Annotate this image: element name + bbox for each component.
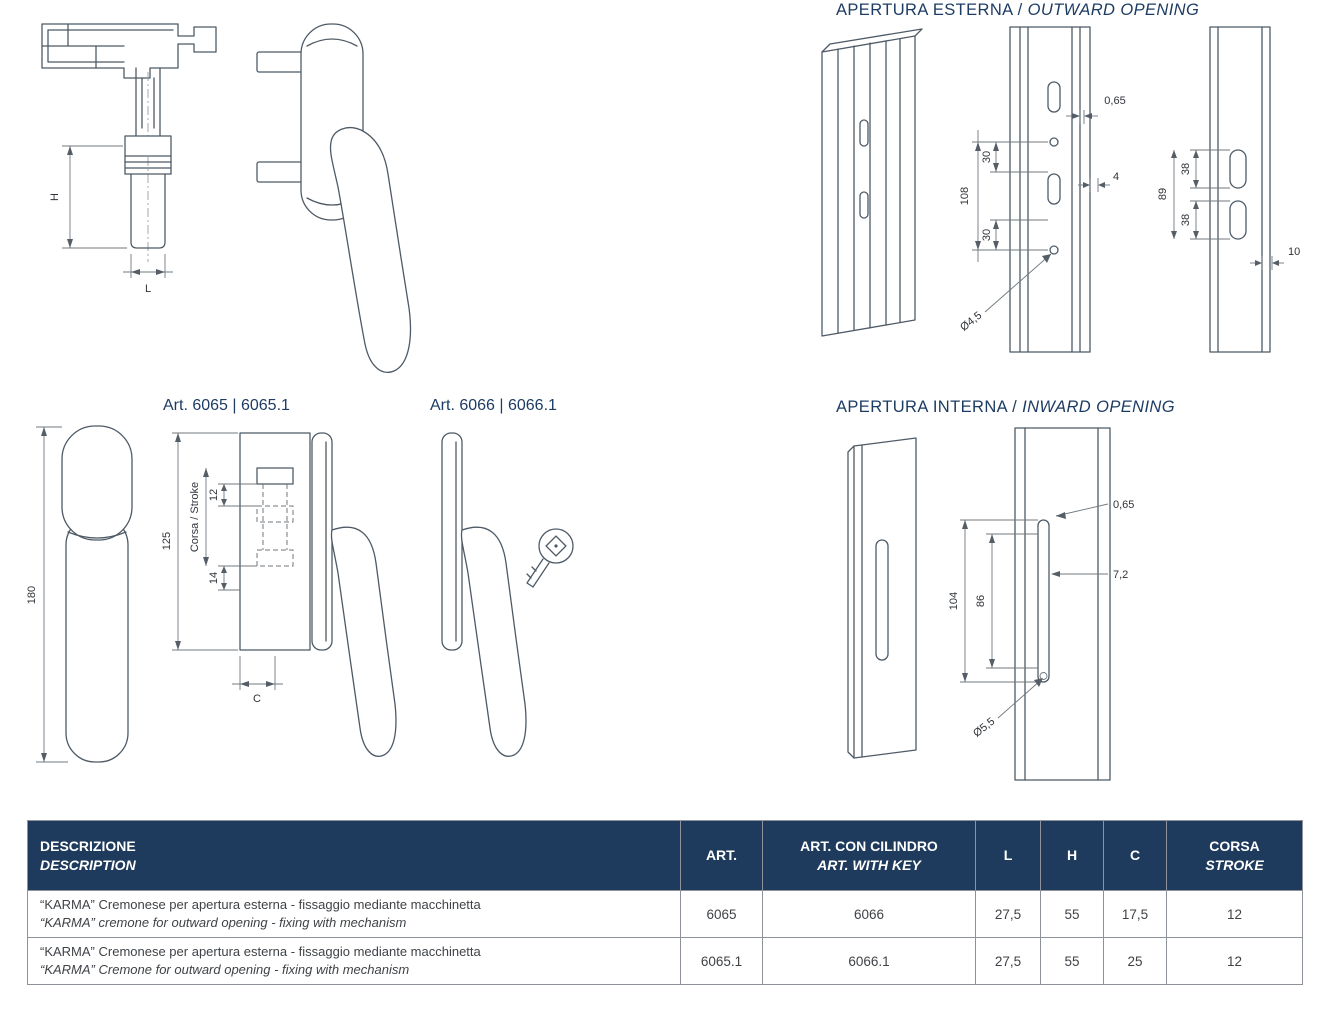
corsa-header-it: CORSA [1209,837,1260,854]
cell-description: “KARMA” Cremonese per apertura esterna -… [27,937,681,985]
art-key-header-en: ART. WITH KEY [817,856,921,873]
art-key-header-it: ART. CON CILINDRO [800,837,938,854]
table-row: “KARMA” Cremonese per apertura esterna -… [27,937,1303,985]
dim-h-label: H [49,193,61,201]
dim-10-label: 10 [1288,246,1300,258]
cell-h: 55 [1040,937,1104,985]
art-6066-label: Art. 6066 | 6066.1 [430,397,557,414]
outward-opening-header: APERTURA ESTERNA / OUTWARD OPENING [836,1,1199,20]
col-l-header: L [975,820,1041,891]
outward-title-en: OUTWARD OPENING [1027,1,1200,19]
dim-30-top-label: 30 [981,151,993,163]
dim-125-label: 125 [161,532,173,550]
art-6065-label: Art. 6065 | 6065.1 [163,397,290,414]
cell-art: 6065 [680,890,763,938]
col-corsa-header: CORSA STROKE [1166,820,1303,891]
cell-art-key: 6066 [762,890,976,938]
cell-corsa: 12 [1166,890,1303,938]
handle-front-drawing: 180 [26,425,133,763]
dim-30-bottom-label: 30 [981,229,993,241]
inward-title-it: APERTURA INTERNA / [836,398,1023,416]
cell-l: 27,5 [975,890,1041,938]
inward-opening-header: APERTURA INTERNA / INWARD OPENING [836,398,1175,417]
cell-c: 25 [1103,937,1167,985]
dim-dia45-label: Ø4,5 [958,310,984,334]
inward-opening-drawing: 104 86 0,65 7,2 Ø5,5 [847,427,1134,781]
col-h-header: H [1040,820,1104,891]
outward-opening-drawing: 108 30 30 0,65 4 Ø4,5 [821,26,1300,353]
handle-3d-drawing [256,23,412,373]
table-row: “KARMA” Cremonese per apertura esterna -… [27,890,1303,938]
dim-065-outward-label: 0,65 [1104,95,1125,107]
cell-description: “KARMA” Cremonese per apertura esterna -… [27,890,681,938]
col-description-header: DESCRIZIONE DESCRIPTION [27,820,681,891]
dim-l-label: L [145,283,151,295]
key-icon [526,528,574,588]
dim-104-label: 104 [948,592,960,610]
description-en: “KARMA” Cremone for outward opening - fi… [40,962,410,977]
dim-065-inward-label: 0,65 [1113,499,1134,511]
dim-38-top-label: 38 [1180,163,1192,175]
outward-title-it: APERTURA ESTERNA / [836,1,1028,19]
description-en: “KARMA” cremone for outward opening - fi… [40,915,407,930]
dim-72-label: 7,2 [1113,569,1128,581]
col-art-header: ART. [680,820,763,891]
description-header-en: DESCRIPTION [40,856,136,873]
product-table: DESCRIZIONE DESCRIPTION ART. ART. CON CI… [27,820,1303,985]
inward-title-en: INWARD OPENING [1022,398,1175,416]
corsa-stroke-label: Corsa / Stroke [189,482,201,552]
dim-14-label: 14 [208,572,220,584]
corsa-header-en: STROKE [1205,856,1264,873]
cell-h: 55 [1040,890,1104,938]
col-art-key-header: ART. CON CILINDRO ART. WITH KEY [762,820,976,891]
dim-dia55-label: Ø5,5 [971,716,997,740]
cell-art-key: 6066.1 [762,937,976,985]
dim-38-bottom-label: 38 [1180,214,1192,226]
dim-12-label: 12 [208,489,220,501]
cell-l: 27,5 [975,937,1041,985]
dim-4-label: 4 [1113,171,1119,183]
cross-section-drawing: H L [41,23,217,295]
cell-c: 17,5 [1103,890,1167,938]
art-6065-drawing: 125 Corsa / Stroke 12 14 C [161,432,397,757]
description-header-it: DESCRIZIONE [40,837,136,854]
table-header-row: DESCRIZIONE DESCRIPTION ART. ART. CON CI… [27,820,1303,891]
description-it: “KARMA” Cremonese per apertura esterna -… [40,943,481,959]
dim-89-label: 89 [1157,188,1169,200]
description-it: “KARMA” Cremonese per apertura esterna -… [40,896,481,912]
cell-corsa: 12 [1166,937,1303,985]
col-c-header: C [1103,820,1167,891]
dim-86-label: 86 [975,595,987,607]
dim-c-label: C [253,693,261,705]
cell-art: 6065.1 [680,937,763,985]
dim-180-label: 180 [26,586,38,604]
art-6066-drawing [441,432,574,757]
dim-108-label: 108 [959,187,971,205]
